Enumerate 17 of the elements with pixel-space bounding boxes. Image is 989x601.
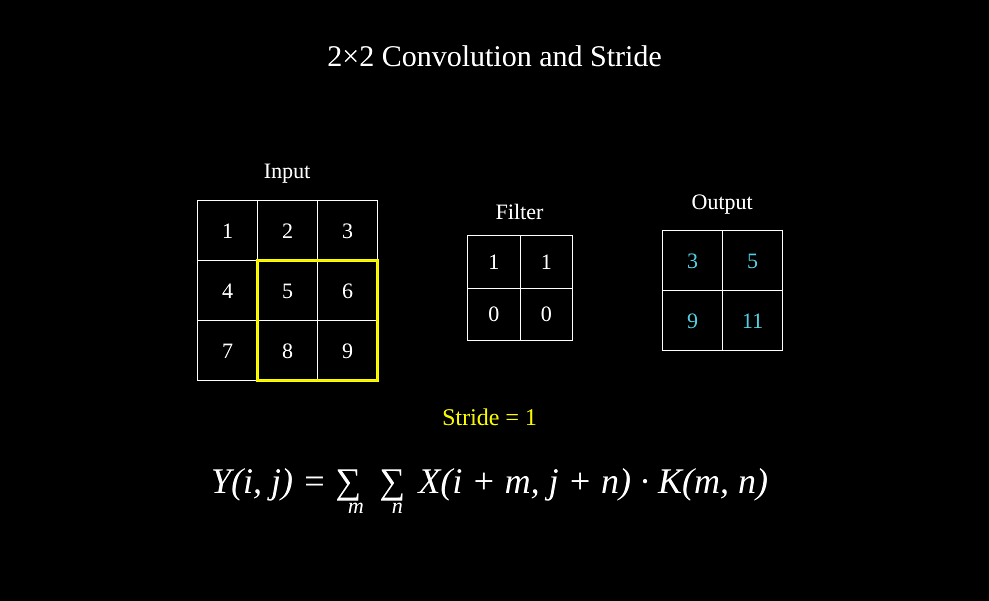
grid-cell: 0 <box>520 288 573 341</box>
grid-cell: 0 <box>467 288 520 341</box>
formula: Y(i, j) = ∑$_{m}$ ∑$_{n}$ X(i + m, j + n) · K(m, n) <box>210 460 769 519</box>
title: 2×2 Convolution and Stride <box>326 40 663 74</box>
grid-cell: 1 <box>520 235 573 288</box>
grid-cell: 3 <box>662 230 723 291</box>
grid-heading: Filter <box>494 199 544 225</box>
grid-cell: 3 <box>317 200 378 261</box>
grid-cell: 1 <box>467 235 520 288</box>
grid-heading: Input <box>262 158 312 184</box>
stride-label: Stride = 1 <box>441 405 538 432</box>
grid-cell: 9 <box>662 290 723 351</box>
grid-cell: 5 <box>722 230 783 291</box>
grid-cell: 11 <box>722 290 783 351</box>
grid-heading: Output <box>690 189 754 215</box>
grid-cell: 1 <box>197 200 258 261</box>
grid-cell: 7 <box>197 320 258 381</box>
